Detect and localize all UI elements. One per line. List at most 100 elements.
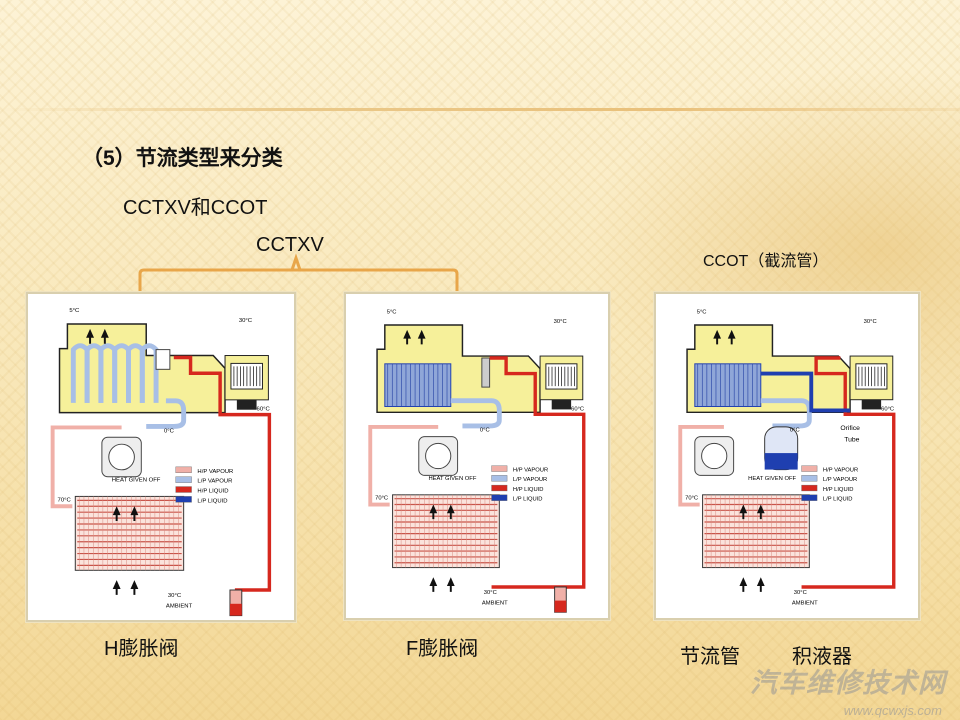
airflow-arrow-icon (713, 329, 722, 345)
pipe-hp-vapour (678, 424, 724, 507)
airflow-arrow-icon (130, 506, 139, 522)
airflow-arrow-icon (417, 329, 426, 345)
ambient-label: AMBIENT (166, 604, 193, 610)
evaporator-core-icon (694, 363, 762, 407)
legend-label: H/P LIQUID (513, 487, 544, 493)
legend-label: H/P VAPOUR (513, 468, 548, 474)
legend-swatch (801, 484, 818, 492)
temp-ambient: 30°C (484, 590, 497, 596)
legend-swatch (801, 475, 818, 482)
airflow-arrow-icon (446, 577, 455, 592)
airflow-arrow-icon (727, 329, 736, 345)
legend-label: L/P LIQUID (513, 497, 543, 503)
group-label-ccot: CCOT（截流管） (703, 253, 829, 270)
temp-evap: 5°C (69, 308, 80, 314)
tube-label: Tube (844, 436, 859, 443)
temp-hp: 60°C (257, 407, 271, 413)
temp-cabin: 30°C (239, 318, 253, 324)
expansion-valve-icon (155, 349, 171, 370)
legend-label: L/P VAPOUR (823, 477, 857, 483)
airflow-arrow-icon (739, 504, 748, 520)
refrigeration-cycle-diagram: H/P VAPOUR L/P VAPOUR H/P LIQUID L/P LIQUID… (368, 309, 586, 613)
caption-f-valve: F膨胀阀 (406, 638, 479, 660)
legend-label: L/P VAPOUR (197, 479, 232, 485)
legend-swatch (801, 465, 818, 472)
legend-swatch (801, 494, 818, 501)
heat-given-off-label: HEAT GIVEN OFF (112, 478, 161, 484)
legend-label: H/P VAPOUR (823, 468, 858, 474)
airflow-arrow-icon (130, 580, 139, 595)
temp-lp: 0°C (164, 428, 175, 434)
legend-swatch (491, 475, 508, 482)
pipe-hp-vapour (368, 424, 439, 507)
group-label-cctxv: CCTXV (256, 234, 324, 256)
subheading: CCTXV和CCOT (123, 197, 268, 219)
pipe-lp-liquid (760, 371, 851, 413)
airflow-arrow-icon (86, 328, 95, 344)
airflow-arrow-icon (756, 577, 765, 592)
airflow-arrow-icon (429, 577, 438, 592)
temp-cabin: 30°C (554, 319, 567, 325)
diagram-h-expansion-valve: H/P VAPOUR L/P VAPOUR H/P LIQUID L/P LIQUID… (26, 292, 296, 622)
pipe-lp-vapour (760, 398, 812, 429)
pipe-hp-liquid (801, 356, 896, 589)
legend-swatch (175, 496, 192, 503)
refrigeration-cycle-diagram: H/P VAPOUR L/P VAPOUR H/P LIQUID L/P LIQUID… (50, 308, 272, 617)
bracket-peak (290, 253, 302, 271)
blower-motor-icon (551, 399, 572, 410)
legend-label: L/P LIQUID (197, 498, 227, 504)
temp-lp: 0°C (480, 428, 490, 434)
temp-cabin: 30°C (864, 319, 877, 325)
airflow-arrow-icon (756, 504, 765, 520)
legend-swatch (491, 484, 508, 492)
heat-given-off-label: HEAT GIVEN OFF (428, 476, 476, 482)
heat-given-off-label: HEAT GIVEN OFF (748, 476, 796, 482)
blower-motor-icon (236, 399, 257, 410)
airflow-arrow-icon (112, 580, 121, 595)
temp-hp: 60°C (571, 406, 584, 412)
ambient-label: AMBIENT (792, 600, 818, 606)
evaporator-core-icon (384, 363, 452, 407)
caption-h-valve: H膨胀阀 (104, 638, 179, 660)
pipe-hp-liquid (173, 355, 272, 592)
legend-label: H/P VAPOUR (197, 469, 233, 475)
legend-label: L/P VAPOUR (513, 477, 547, 483)
group-bracket (138, 253, 459, 292)
legend-swatch (491, 494, 508, 501)
temp-ambient: 30°C (794, 590, 807, 596)
legend-swatch (175, 466, 192, 473)
temp-lp: 0°C (790, 428, 800, 434)
temp-hp: 60°C (881, 406, 894, 412)
orifice-label: Orifice (840, 425, 860, 432)
pipe-hp-liquid (489, 356, 586, 589)
pipe-lp-vapour (450, 398, 502, 429)
watermark-logo: 汽车维修技术网 (750, 668, 946, 698)
legend-label: L/P LIQUID (823, 497, 853, 503)
diagram-f-expansion-valve: H/P VAPOUR L/P VAPOUR H/P LIQUID L/P LIQUID… (344, 292, 610, 620)
caption-accumulator: 积液器 (792, 646, 852, 668)
legend-swatch (175, 476, 192, 483)
temp-evap: 5°C (387, 309, 397, 315)
title-divider (0, 108, 960, 111)
caption-orifice-tube: 节流管 (680, 646, 740, 668)
legend-swatch (491, 465, 508, 472)
airflow-arrow-icon (100, 328, 109, 344)
pipe-lp-vapour (146, 398, 187, 429)
legend-label: H/P LIQUID (197, 488, 228, 494)
ambient-label: AMBIENT (482, 600, 508, 606)
airflow-arrow-icon (446, 504, 455, 520)
expansion-valve-icon (481, 357, 491, 388)
temp-evap: 5°C (697, 309, 707, 315)
legend-swatch (175, 486, 192, 493)
temp-cond: 70°C (58, 497, 72, 503)
temp-cond: 70°C (685, 496, 698, 502)
watermark-url: www.qcwxjs.com (843, 703, 942, 718)
blower-motor-icon (861, 399, 882, 410)
airflow-arrow-icon (429, 504, 438, 520)
airflow-arrow-icon (739, 577, 748, 592)
pipe-hp-vapour (50, 425, 122, 509)
legend-label: H/P LIQUID (823, 487, 854, 493)
temp-cond: 70°C (375, 496, 388, 502)
